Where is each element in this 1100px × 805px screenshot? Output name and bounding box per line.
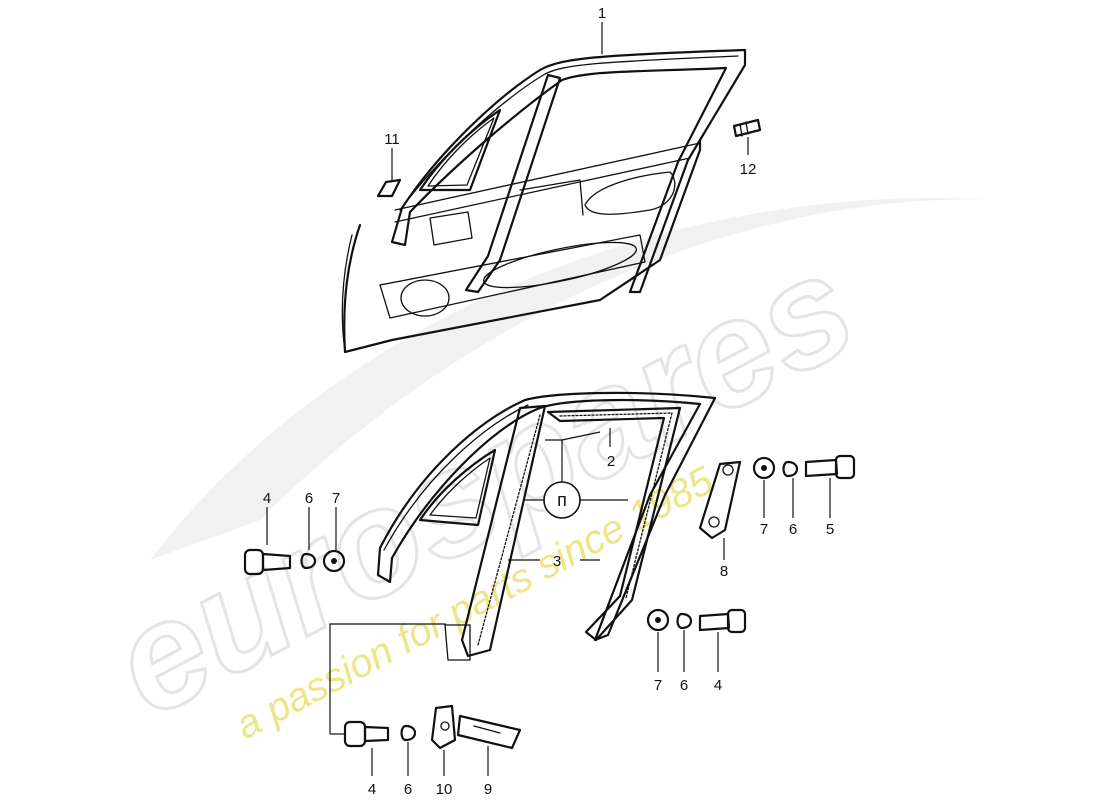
door-pocket (379, 234, 646, 319)
part-10-shape (430, 704, 457, 750)
part-9-plate (456, 714, 522, 750)
callout-6-bottom: 6 (404, 781, 412, 798)
part-11-seal (376, 178, 402, 198)
vent-window-inner (427, 117, 495, 187)
channel-bottom-bracket (444, 624, 471, 661)
callout-4-bottom: 4 (368, 781, 376, 798)
fastener-set-left (243, 548, 346, 576)
lockwasher-6-bottom (400, 724, 417, 742)
leader-lines (266, 22, 831, 776)
outer-frame-inner-line (383, 404, 529, 551)
washer-7-right-top-hole (761, 465, 767, 471)
callout-4-right: 4 (714, 677, 722, 694)
part-8-shape (698, 460, 742, 540)
leader-4-bottom-bracket (329, 623, 446, 734)
callout-5: 5 (826, 521, 834, 538)
bolt-5-head (834, 454, 856, 480)
front-channel-seal (477, 414, 541, 646)
front-channel (460, 404, 547, 658)
callout-8: 8 (720, 563, 728, 580)
fastener-set-right-bottom (646, 608, 747, 634)
bolt-5-shank (804, 458, 839, 478)
window-frame (390, 48, 747, 294)
washer-7-right-bottom (646, 608, 670, 632)
callout-7-right-top: 7 (760, 521, 768, 538)
callout-6-left: 6 (305, 490, 313, 507)
fastener-set-right-top (752, 454, 856, 480)
outer-frame (376, 391, 717, 642)
door-panel-edge (341, 234, 353, 353)
callout-1: 1 (598, 5, 606, 22)
part-9-slot (473, 725, 501, 734)
lockwasher-6-left (300, 552, 317, 570)
pocket-opening (482, 241, 638, 289)
callout-11: 11 (384, 131, 400, 148)
washer-7-left (322, 549, 346, 573)
part-8-hole-top (722, 464, 734, 476)
door-upper-opening (584, 171, 676, 215)
callout-6-right-top: 6 (789, 521, 797, 538)
part-12-clip (732, 118, 762, 138)
door-inner-line (519, 179, 584, 216)
vent-frame-inner (429, 457, 491, 519)
speaker-opening (400, 279, 450, 317)
window-channel-front (464, 73, 562, 294)
vent-window (418, 108, 502, 192)
part-12-ribs (739, 121, 749, 137)
fastener-set-bottom (343, 720, 417, 748)
part-10-bracket (430, 704, 457, 750)
door-handle-recess (429, 211, 473, 246)
lockwasher-6-right-top (782, 460, 799, 478)
door-assembly (341, 48, 747, 354)
seal-part-2-texture (559, 412, 673, 599)
washer-7-right-top (752, 456, 776, 480)
callout-12: 12 (740, 161, 757, 178)
part-9-shape (456, 714, 522, 750)
watermark-swoosh (150, 197, 1000, 560)
callout-7-right-bottom: 7 (654, 677, 662, 694)
part-8-hole-bottom (708, 516, 720, 528)
part-11-shape (376, 178, 402, 198)
adhesive-leader-up (545, 431, 601, 482)
vent-frame (418, 448, 497, 527)
callout-6-right-bottom: 6 (680, 677, 688, 694)
callout-4-left: 4 (263, 490, 271, 507)
frame-seal-assembly (376, 391, 717, 661)
door-beltline-inner (394, 157, 691, 223)
door-beltline (394, 142, 701, 211)
door-panel-outline (343, 138, 702, 354)
lockwasher-6-right-bottom (676, 612, 693, 630)
bolt-4-bottom-head (343, 720, 367, 748)
callout-7-left: 7 (332, 490, 340, 507)
seal-part-2 (546, 406, 682, 642)
adhesive-symbol-text: п (557, 490, 567, 510)
part-10-hole (440, 721, 450, 731)
callout-10: 10 (436, 781, 453, 798)
bolt-4-right-head (726, 608, 747, 634)
bolt-4-left-shank (261, 552, 292, 572)
bolt-4-right-shank (698, 612, 731, 632)
callout-labels: 1 2 3 4 6 7 7 6 5 8 7 6 4 4 6 10 9 11 12 (263, 5, 834, 798)
callout-3: 3 (553, 553, 561, 570)
part-8-bracket (698, 460, 742, 540)
washer-7-right-bottom-hole (655, 617, 661, 623)
callout-2: 2 (607, 453, 615, 470)
callout-9: 9 (484, 781, 492, 798)
part-12-body (732, 118, 762, 138)
adhesive-marker: п (525, 431, 628, 519)
washer-7-left-hole (331, 558, 337, 564)
watermark: eurospares a passion for parts since 198… (85, 197, 1000, 750)
bolt-4-bottom-shank (363, 725, 390, 743)
